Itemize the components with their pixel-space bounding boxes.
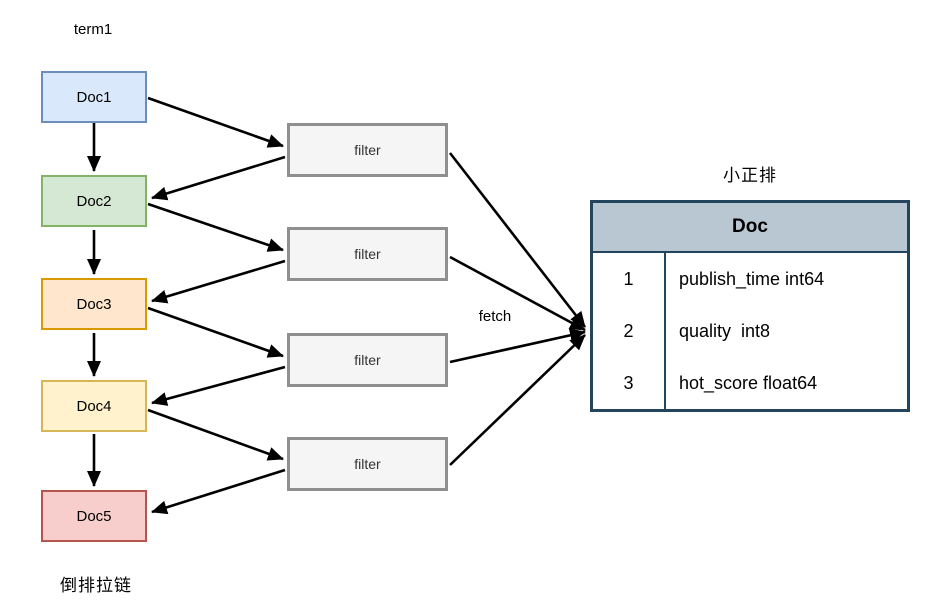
- arrow-filter2-doc3: [151, 259, 286, 304]
- doc3-label: Doc3: [76, 295, 112, 313]
- arrow-filter1-doc2: [151, 155, 286, 201]
- forward-table-header: Doc: [593, 203, 907, 253]
- arrow-filter1-table: [448, 152, 587, 328]
- doc5-label: Doc5: [76, 507, 112, 525]
- filter3-label: filter: [354, 352, 381, 368]
- row-index: 1: [623, 268, 634, 289]
- arrow-filter3-doc4: [151, 365, 286, 406]
- row-field: quality int8: [664, 305, 907, 357]
- doc2-label: Doc2: [76, 192, 112, 210]
- forward-table-header-label: Doc: [732, 216, 768, 237]
- arrow-doc1-filter1: [147, 96, 284, 148]
- arrow-doc3-filter3: [147, 306, 284, 358]
- filter2-label: filter: [354, 246, 381, 262]
- filter4-node: filter: [287, 437, 448, 491]
- arrow-doc2-filter2: [147, 202, 284, 252]
- filter3-node: filter: [287, 333, 448, 387]
- filter1-label: filter: [354, 142, 381, 158]
- filter4-label: filter: [354, 456, 381, 472]
- table-row: 1 publish_time int64: [593, 253, 907, 305]
- row-field: hot_score float64: [664, 357, 907, 409]
- arrow-filter4-doc5: [151, 468, 286, 515]
- doc1-node: Doc1: [41, 71, 147, 123]
- filter2-node: filter: [287, 227, 448, 281]
- filter1-node: filter: [287, 123, 448, 177]
- arrow-filter4-table: [449, 334, 586, 466]
- arrow-filter3-table: [449, 328, 586, 364]
- doc4-label: Doc4: [76, 397, 112, 415]
- forward-table-body: 1 publish_time int64 2 quality int8 3 ho…: [593, 253, 907, 409]
- doc2-node: Doc2: [41, 175, 147, 227]
- doc5-node: Doc5: [41, 490, 147, 542]
- row-field: publish_time int64: [664, 253, 907, 305]
- arrow-doc4-filter4: [147, 408, 284, 461]
- inverted-list-label: 倒排拉链: [60, 576, 132, 595]
- fetch-label: fetch: [478, 308, 512, 325]
- term1-label: term1: [73, 21, 113, 38]
- doc3-node: Doc3: [41, 278, 147, 330]
- table-row: 2 quality int8: [593, 305, 907, 357]
- doc4-node: Doc4: [41, 380, 147, 432]
- doc1-label: Doc1: [76, 88, 112, 106]
- forward-table-title: 小正排: [723, 166, 777, 185]
- forward-table: Doc 1 publish_time int64 2 quality int8 …: [590, 200, 910, 412]
- row-index: 2: [623, 320, 634, 341]
- row-index: 3: [623, 372, 634, 393]
- table-row: 3 hot_score float64: [593, 357, 907, 409]
